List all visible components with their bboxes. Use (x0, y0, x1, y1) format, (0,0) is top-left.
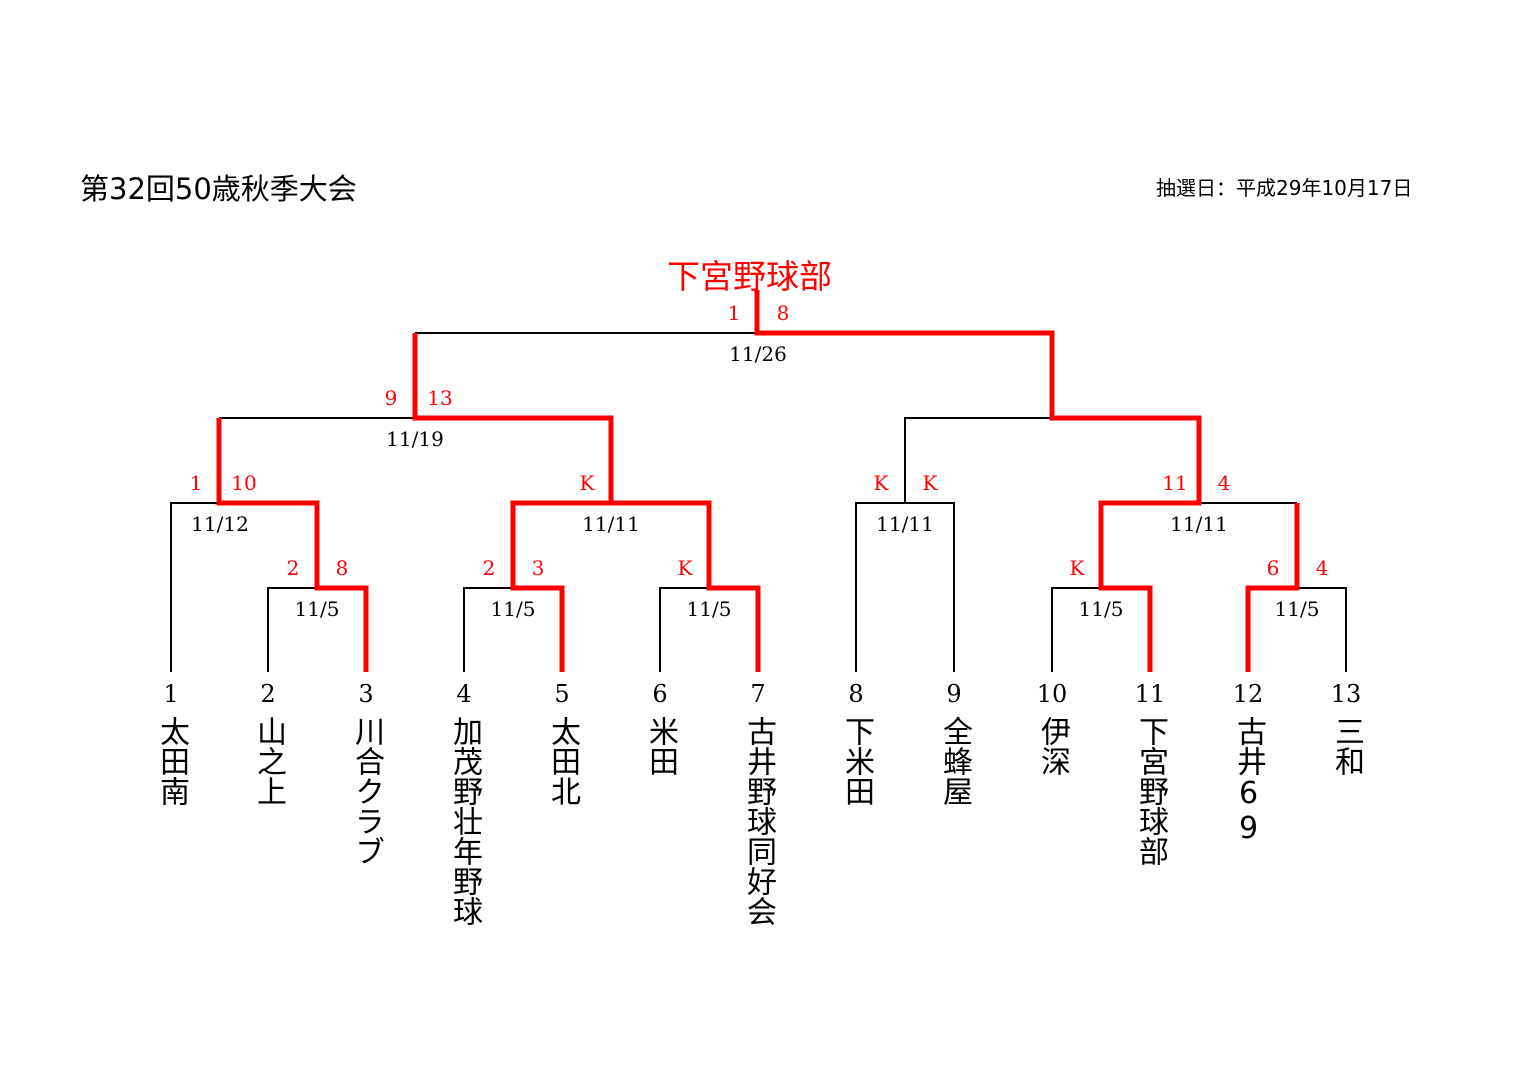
champion-name: 下宮野球部 (667, 257, 832, 296)
match-sf-right (904, 417, 1199, 503)
final-score-right: 8 (776, 301, 790, 325)
team-seed: 8 (848, 680, 864, 708)
team-name: 加茂野壮年野球 (447, 716, 482, 926)
team-name: 三和 (1329, 716, 1364, 776)
r2d-score-left: 11 (1162, 471, 1188, 495)
team-seed: 11 (1134, 680, 1166, 708)
sf-left-date: 11/19 (386, 427, 444, 451)
r2b-date: 11/11 (582, 512, 640, 536)
r1-6v7-date: 11/5 (686, 597, 732, 621)
r2a-score-left: 1 (189, 471, 203, 495)
page-title: 第32回50歳秋季大会 (80, 172, 357, 206)
bracket-winner-lines (216, 290, 1300, 672)
winner-path-team-5 (510, 500, 611, 672)
sf-left-score-right: 13 (427, 386, 453, 410)
team-seed: 6 (652, 680, 668, 708)
r2b-score-left: K (579, 471, 595, 495)
team-name: 古井野球同好会 (741, 716, 776, 926)
r1-6v7-score-left: K (677, 556, 693, 580)
r1-4v5-score-right: 3 (531, 556, 545, 580)
r1-2v3-date: 11/5 (294, 597, 340, 621)
team-name: 太田北 (545, 716, 580, 806)
team-seed: 13 (1330, 680, 1362, 708)
team-name: 下宮野球部 (1133, 716, 1168, 866)
team-seed: 7 (750, 680, 766, 708)
final-score-left: 1 (727, 301, 741, 325)
team-seed: 2 (260, 680, 276, 708)
team-seed: 12 (1232, 680, 1264, 708)
winner-path-team-12 (1245, 503, 1300, 672)
leg-team-1 (170, 502, 219, 672)
r1-2v3-score-right: 8 (335, 556, 349, 580)
r2d-score-right: 4 (1217, 471, 1231, 495)
team-seed: 9 (946, 680, 962, 708)
winner-path-team-7 (412, 333, 761, 672)
team-seed: 3 (358, 680, 374, 708)
team-name: 全蜂屋 (937, 716, 972, 806)
team-seed: 1 (163, 680, 179, 708)
r2c-date: 11/11 (876, 512, 934, 536)
r1-10v11-score-left: K (1069, 556, 1085, 580)
team-name: 太田南 (154, 716, 189, 806)
r1-2v3-score-left: 2 (286, 556, 300, 580)
team-seed: 4 (456, 680, 472, 708)
r1-4v5-score-left: 2 (482, 556, 496, 580)
sf-left-score-left: 9 (384, 386, 398, 410)
r2a-date: 11/12 (191, 512, 249, 536)
r2c-score-left: K (873, 471, 889, 495)
team-seed: 10 (1036, 680, 1068, 708)
team-name: 米田 (643, 716, 678, 776)
winner-path-team-3 (216, 418, 369, 672)
r1-12v13-date: 11/5 (1274, 597, 1320, 621)
team-name: 川合クラブ (349, 716, 384, 866)
team-name: 山之上 (251, 716, 286, 806)
r1-12v13-score-left: 6 (1266, 556, 1280, 580)
team-name: 下米田 (839, 716, 874, 806)
r2a-score-right: 10 (231, 471, 257, 495)
draw-date: 抽選日：平成29年10月17日 (1156, 176, 1413, 200)
r2c-score-right: K (922, 471, 938, 495)
r1-4v5-date: 11/5 (490, 597, 536, 621)
r2d-date: 11/11 (1170, 512, 1228, 536)
winner-path-team-11 (754, 290, 1202, 672)
r1-12v13-score-right: 4 (1315, 556, 1329, 580)
team-seed: 5 (554, 680, 570, 708)
r1-10v11-date: 11/5 (1078, 597, 1124, 621)
team-name: 古井69 (1231, 716, 1266, 846)
final-date: 11/26 (729, 342, 787, 366)
team-name: 伊深 (1035, 716, 1070, 776)
